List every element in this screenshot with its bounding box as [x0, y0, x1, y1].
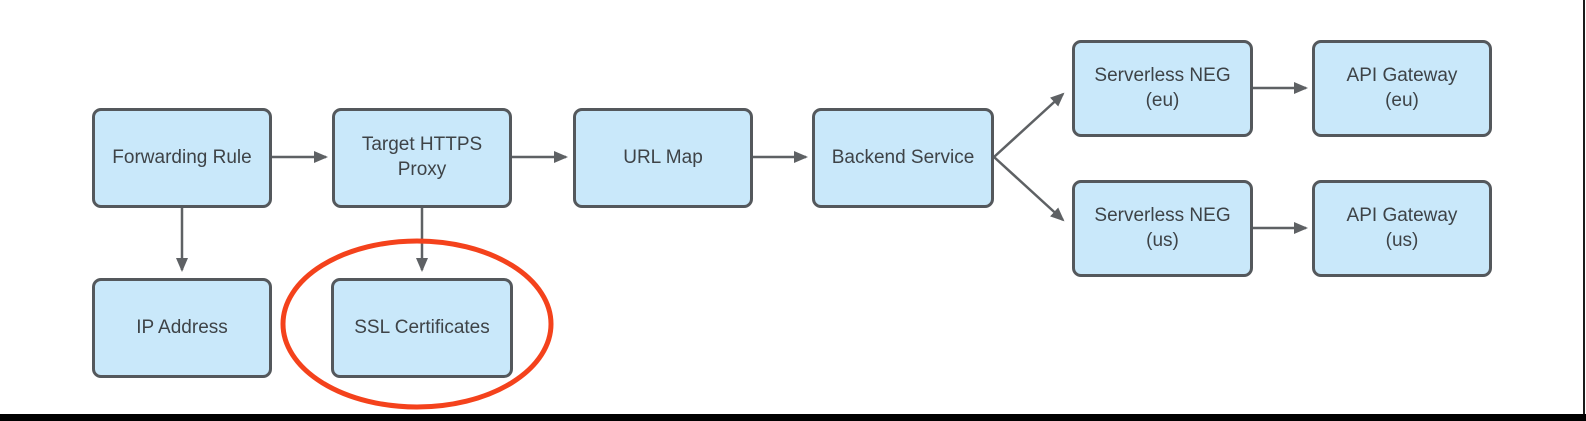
node-api-gateway-us: API Gateway (us)	[1312, 180, 1492, 277]
edge-backend-service-to-serverless-neg-us	[993, 156, 1065, 222]
node-ssl-certificates: SSL Certificates	[331, 278, 513, 378]
edge-backend-service-to-serverless-neg-eu	[993, 92, 1065, 158]
node-url-map: URL Map	[573, 108, 753, 208]
bottom-black-bar	[0, 414, 1586, 421]
node-target-https-proxy: Target HTTPS Proxy	[332, 108, 512, 208]
node-serverless-neg-eu: Serverless NEG (eu)	[1072, 40, 1253, 137]
node-backend-service: Backend Service	[812, 108, 994, 208]
node-serverless-neg-us: Serverless NEG (us)	[1072, 180, 1253, 277]
window-right-edge-line	[1583, 0, 1585, 421]
node-ip-address: IP Address	[92, 278, 272, 378]
node-api-gateway-eu: API Gateway (eu)	[1312, 40, 1492, 137]
node-forwarding-rule: Forwarding Rule	[92, 108, 272, 208]
